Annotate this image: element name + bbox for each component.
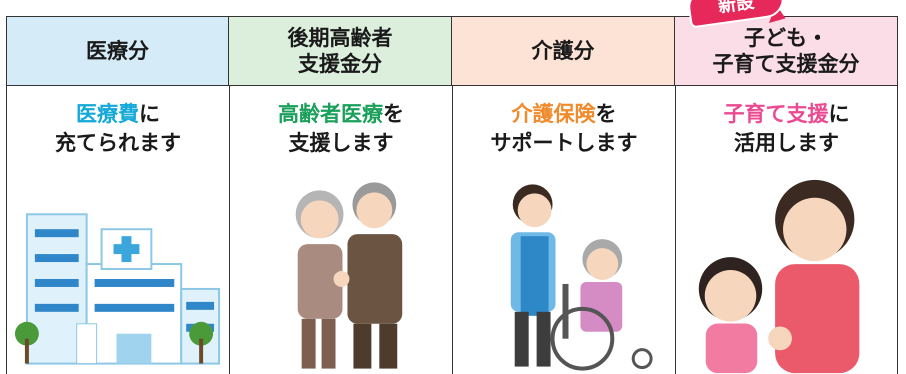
elderly-couple-illustration [295, 182, 403, 369]
cell-medical: 医療費に 充てられます [6, 86, 229, 374]
header-child-support: 子ども・ 子育て支援金分 [675, 16, 898, 86]
hospital-illustration [14, 213, 221, 365]
new-badge-label: 新設 [716, 0, 756, 18]
header-child-line1: 子ども・ [744, 25, 828, 50]
elderly-particle: を [383, 102, 404, 126]
child-line2: 活用します [734, 130, 839, 155]
header-medical: 医療分 [6, 16, 229, 86]
care-particle: を [595, 102, 617, 126]
medical-particle: に [139, 102, 160, 126]
medical-highlight: 医療費 [76, 102, 139, 126]
child-highlight: 子育て支援 [723, 102, 829, 126]
care-highlight: 介護保険 [511, 102, 596, 126]
child-particle: に [828, 102, 850, 126]
elderly-line2: 支援します [288, 130, 394, 155]
header-elderly-line1: 後期高齢者 [287, 25, 393, 50]
cell-care: 介護保険を サポートします [452, 86, 675, 374]
header-elderly-support: 後期高齢者 支援金分 [229, 16, 452, 86]
header-care-label: 介護分 [531, 38, 595, 63]
header-elderly-line2: 支援金分 [298, 52, 382, 76]
cell-child-support: 子育て支援に 活用します [675, 86, 898, 374]
elderly-highlight: 高齢者医療 [278, 102, 383, 126]
cell-elderly-support: 高齢者医療を 支援します [229, 86, 452, 374]
header-child-line2: 子育て支援金分 [712, 52, 860, 76]
insurance-breakdown-table: 医療分 後期高齢者 支援金分 介護分 子ども・ 子育て支援金分 医療費に 充てら… [6, 16, 898, 374]
care-line2: サポートします [490, 130, 638, 155]
caregiver-wheelchair-illustration [510, 184, 653, 371]
header-care: 介護分 [452, 16, 675, 86]
mother-child-illustration [698, 179, 860, 374]
header-medical-label: 医療分 [86, 38, 149, 63]
medical-line2: 充てられます [55, 130, 181, 155]
